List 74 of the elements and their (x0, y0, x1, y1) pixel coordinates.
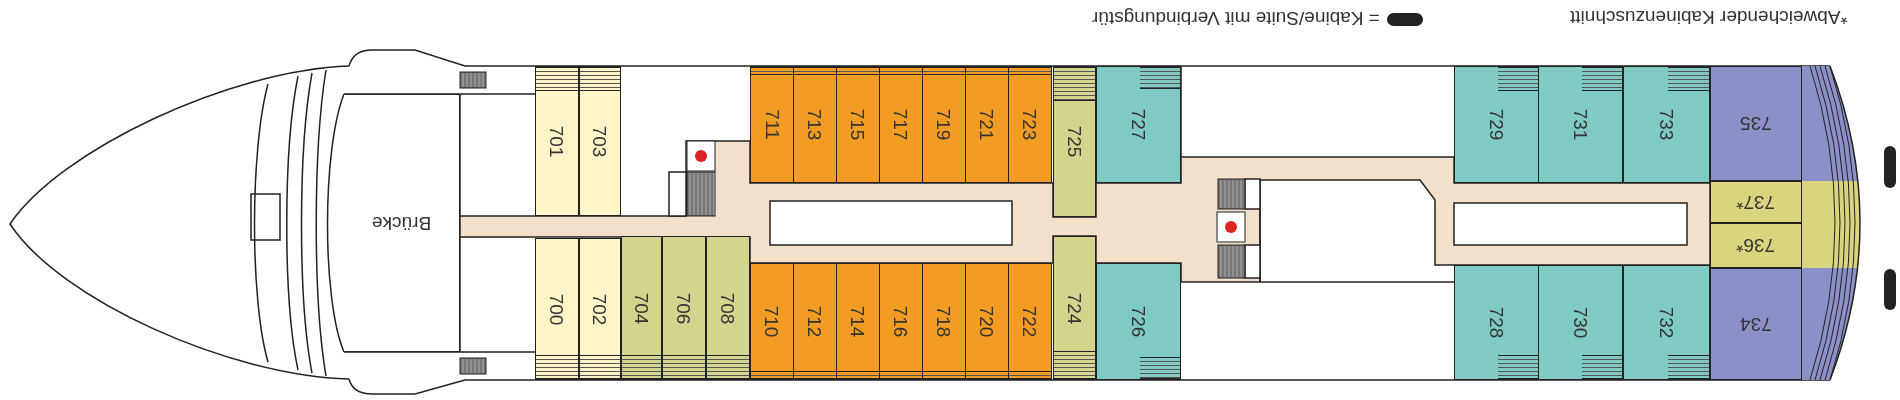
cabin (1710, 223, 1802, 268)
cabin-number: 719 (934, 108, 954, 141)
cabin (750, 263, 794, 380)
cabin (879, 66, 923, 183)
cabin (662, 236, 706, 380)
cabin (793, 66, 837, 183)
cabin-number: 722 (1020, 305, 1040, 338)
cabin (1710, 181, 1802, 223)
cabin-number: 715 (848, 108, 868, 141)
cabin (750, 66, 794, 183)
cabin (535, 66, 579, 216)
cabin (1008, 66, 1052, 183)
cabin (579, 66, 621, 216)
footnote: *Abweichender Kabinenzuschnitt (1570, 8, 1848, 27)
cabin (1538, 265, 1623, 380)
cabin-number: 729 (1487, 108, 1506, 141)
cabin (1710, 66, 1802, 181)
cabin (836, 263, 880, 380)
cabin-number: 717 (891, 108, 911, 141)
cabin (793, 263, 837, 380)
cabin (535, 238, 579, 380)
cabin-number: 704 (632, 292, 651, 324)
cabin-number: 730 (1571, 306, 1590, 339)
cabin-number: 724 (1065, 292, 1084, 324)
cabin-number: 714 (848, 305, 868, 338)
cabin-number: 736* (1736, 236, 1776, 255)
cabin (1538, 66, 1623, 183)
cabin-number: 737* (1736, 192, 1776, 212)
cabin (1710, 268, 1802, 380)
cabin (1096, 66, 1181, 183)
cabin-number: 718 (934, 305, 954, 338)
cabin (922, 66, 966, 183)
cabin (922, 263, 966, 380)
cabin (1053, 236, 1096, 380)
cabin-number: 712 (805, 305, 825, 338)
room-label: Brücke (371, 213, 432, 233)
cabin-number: 703 (590, 125, 610, 157)
cabin (579, 238, 621, 380)
cabin-number: 702 (590, 293, 610, 325)
cabin-number: 701 (547, 125, 567, 157)
cabin-number: 721 (977, 108, 997, 141)
cabin (965, 66, 1009, 183)
cabin-number: 728 (1487, 306, 1506, 339)
bridge-room (344, 94, 460, 352)
cabin (1008, 263, 1052, 380)
cabin (621, 236, 662, 380)
cabin (965, 263, 1009, 380)
cabin-number: 725 (1065, 125, 1084, 158)
cabin (1053, 66, 1096, 217)
cabin (1623, 66, 1710, 183)
cabin-number: 711 (762, 109, 782, 140)
cabin-number: 706 (674, 292, 694, 324)
cabin (879, 263, 923, 380)
cabin-number: 723 (1020, 108, 1040, 141)
cabin-number: 713 (805, 108, 825, 141)
cabin-number: 727 (1129, 108, 1148, 141)
cabin (1454, 265, 1539, 380)
legend-text: = Kabine/Suite mit Verbindungstür (1092, 9, 1380, 28)
cabin-number: 720 (977, 305, 997, 338)
cabin-number: 735 (1740, 114, 1772, 133)
cabin-number: 716 (891, 305, 911, 338)
cabin-number: 734 (1740, 314, 1772, 334)
cabin (836, 66, 880, 183)
cabin-number: 726 (1129, 305, 1148, 338)
cabin-number: 732 (1657, 306, 1676, 339)
cabin (706, 236, 750, 380)
cabin (1454, 66, 1539, 183)
cabin (1096, 263, 1181, 380)
cabin-number: 731 (1571, 108, 1590, 141)
cabin (1623, 265, 1710, 380)
cabin-number: 710 (762, 305, 782, 338)
cabin-number: 733 (1657, 108, 1676, 141)
cabin-number: 700 (547, 293, 567, 325)
cabin-number: 708 (718, 292, 738, 324)
